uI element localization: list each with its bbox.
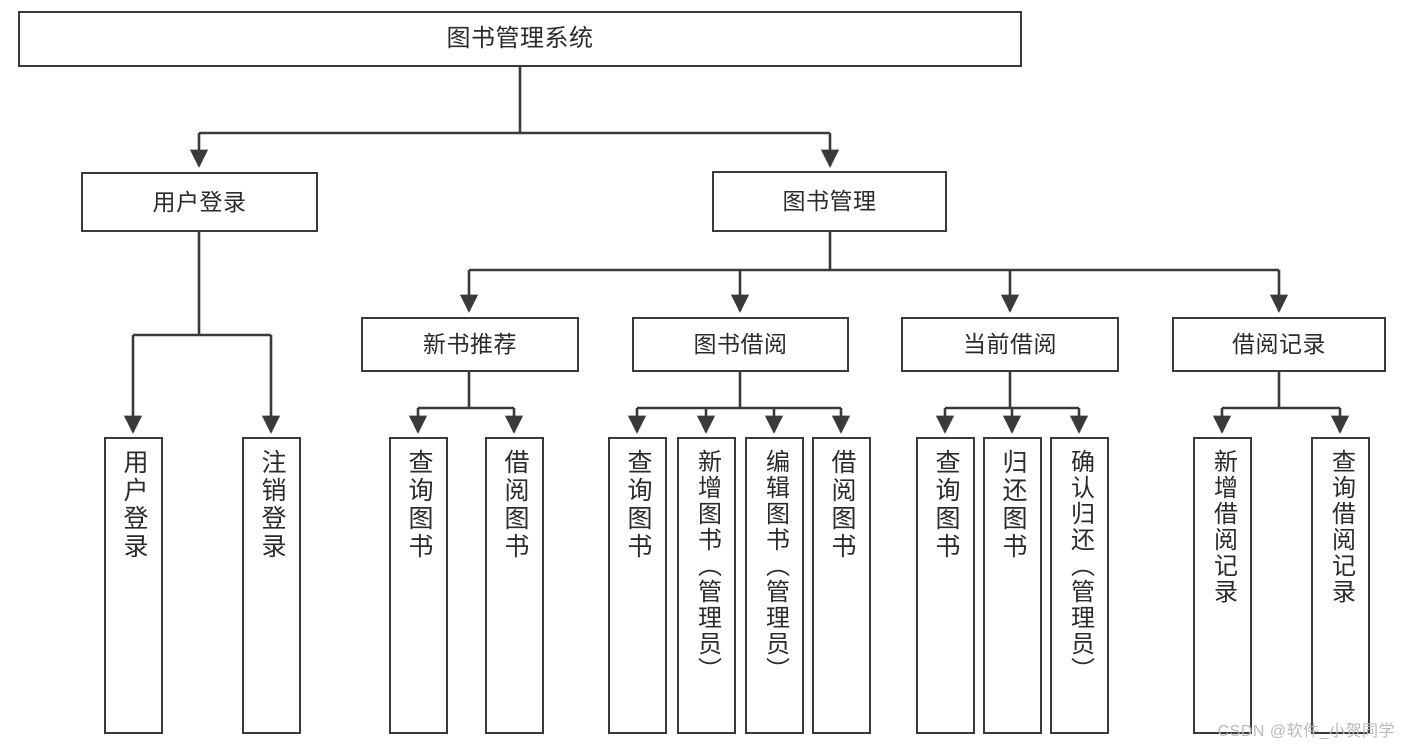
node-label: 新增图书（管理员） <box>693 449 721 683</box>
node-label: 图书借阅 <box>693 331 788 358</box>
node-borrow-record[interactable]: 借阅记录 <box>1172 317 1386 372</box>
node-label: 确认归还（管理员） <box>1066 449 1094 683</box>
leaf-borrow-book-recommend[interactable]: 借阅图书 <box>485 437 544 734</box>
leaf-query-book-borrow[interactable]: 查询图书 <box>608 437 667 734</box>
leaf-borrow-book[interactable]: 借阅图书 <box>812 437 871 734</box>
leaf-add-borrow-record[interactable]: 新增借阅记录 <box>1193 437 1252 734</box>
node-label: 当前借阅 <box>963 331 1057 358</box>
node-root-book-management-system[interactable]: 图书管理系统 <box>18 11 1022 67</box>
leaf-add-book-admin[interactable]: 新增图书（管理员） <box>677 437 736 734</box>
leaf-query-borrow-record[interactable]: 查询借阅记录 <box>1311 437 1370 734</box>
node-label: 编辑图书（管理员） <box>761 449 789 683</box>
node-user-login[interactable]: 用户登录 <box>81 172 318 232</box>
leaf-query-book-current[interactable]: 查询图书 <box>916 437 975 734</box>
node-label: 注销登录 <box>258 449 286 561</box>
node-label: 新增借阅记录 <box>1209 449 1237 605</box>
node-label: 借阅记录 <box>1232 331 1326 358</box>
node-label: 借阅图书 <box>501 449 529 561</box>
node-label: 用户登录 <box>152 188 247 215</box>
node-label: 查询图书 <box>405 449 433 561</box>
leaf-user-login[interactable]: 用户登录 <box>104 437 163 734</box>
node-label: 归还图书 <box>999 449 1027 561</box>
csdn-watermark: CSDN @软件_小贺同学 <box>1217 723 1395 740</box>
leaf-edit-book-admin[interactable]: 编辑图书（管理员） <box>745 437 804 734</box>
leaf-return-book[interactable]: 归还图书 <box>983 437 1042 734</box>
node-book-management[interactable]: 图书管理 <box>712 171 947 232</box>
leaf-query-book-recommend[interactable]: 查询图书 <box>389 437 448 734</box>
node-book-borrow[interactable]: 图书借阅 <box>632 317 849 372</box>
node-current-borrow[interactable]: 当前借阅 <box>901 317 1119 372</box>
node-label: 用户登录 <box>120 449 148 561</box>
node-new-book-recommend[interactable]: 新书推荐 <box>361 317 579 372</box>
node-label: 图书管理 <box>782 188 877 215</box>
leaf-confirm-return-admin[interactable]: 确认归还（管理员） <box>1050 437 1109 734</box>
node-label: 新书推荐 <box>423 331 517 358</box>
node-label: 图书管理系统 <box>446 25 594 53</box>
leaf-logout[interactable]: 注销登录 <box>242 437 301 734</box>
node-label: 查询图书 <box>932 449 960 561</box>
node-label: 查询借阅记录 <box>1327 449 1355 605</box>
node-label: 查询图书 <box>624 449 652 561</box>
node-label: 借阅图书 <box>828 449 856 561</box>
